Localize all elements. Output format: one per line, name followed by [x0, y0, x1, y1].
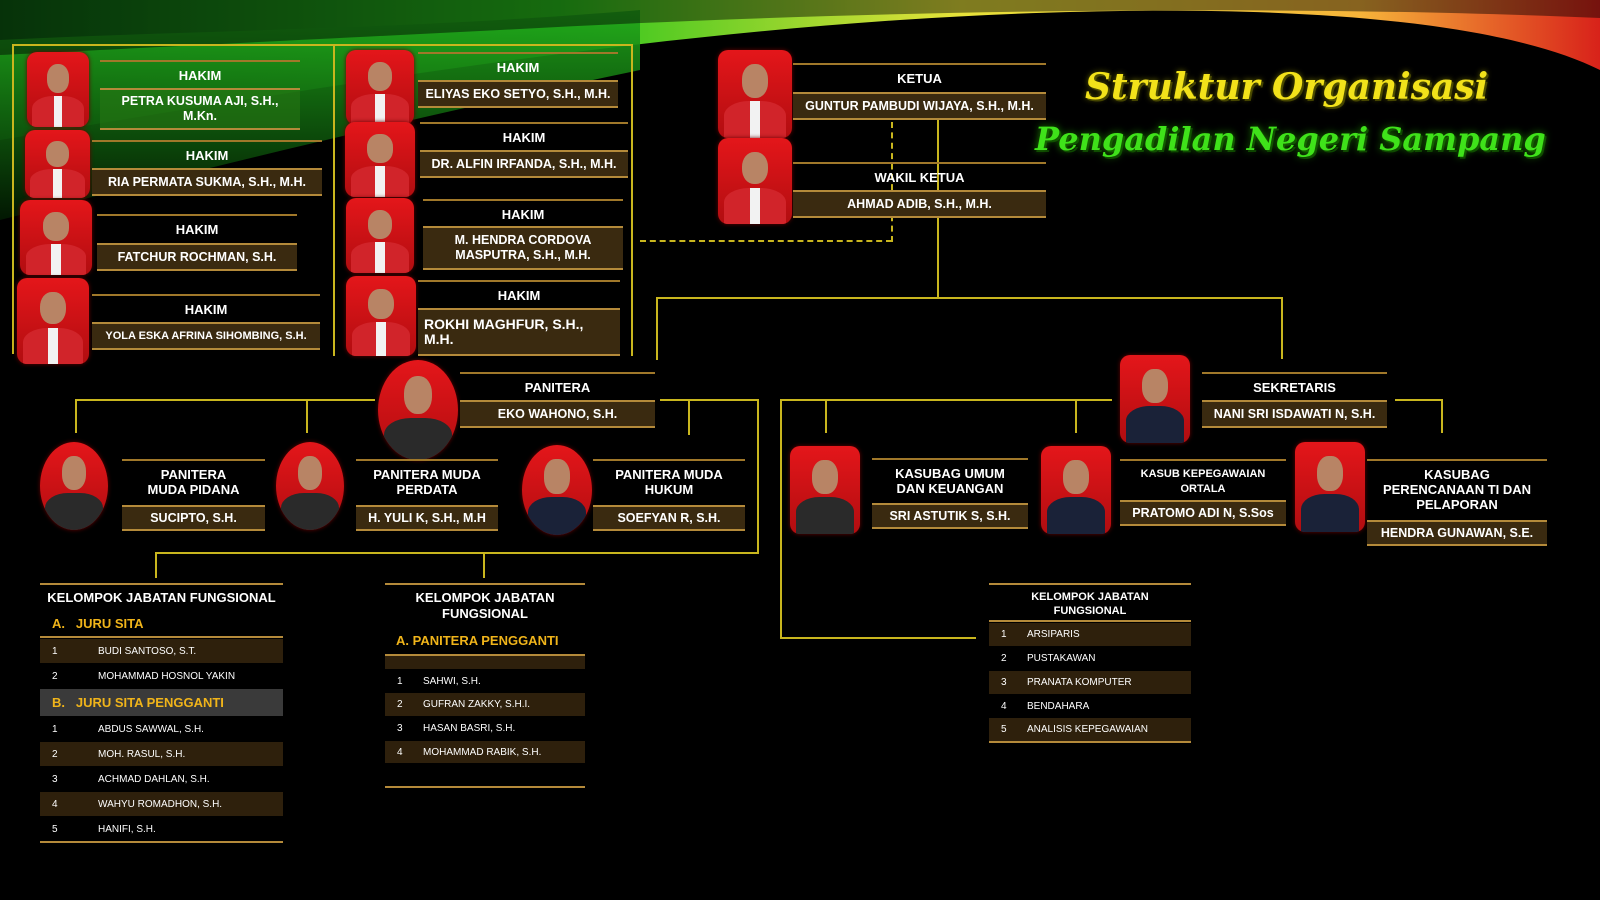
hakim-1-photo — [27, 52, 89, 127]
hakim-8-name: ROKHI MAGHFUR, S.H., M.H. — [418, 308, 620, 356]
hakim-5-title: HAKIM — [418, 52, 618, 75]
panitera-muda-hukum-photo — [522, 445, 592, 535]
panitera-photo — [378, 360, 458, 460]
hakim-6-title: HAKIM — [420, 122, 628, 145]
sekretaris-title: SEKRETARIS — [1202, 372, 1387, 395]
panitera-muda-perdata-name: H. YULI K, S.H., M.H — [356, 505, 498, 531]
ketua-photo — [718, 50, 792, 138]
kasubag-umum-name: SRI ASTUTIK S, S.H. — [872, 503, 1028, 529]
kasub-kepegawaian-name: PRATOMO ADI N, S.Sos — [1120, 500, 1286, 526]
hakim-6-name: DR. ALFIN IRFANDA, S.H., M.H. — [420, 150, 628, 178]
hakim-7-title: HAKIM — [423, 199, 623, 222]
panitera-muda-perdata-photo — [276, 442, 344, 530]
ketua-name: GUNTUR PAMBUDI WIJAYA, S.H., M.H. — [793, 92, 1046, 120]
hakim-4-photo — [17, 278, 89, 364]
section-a-label: A. JURU SITA — [52, 616, 144, 631]
section-a-label: A. PANITERA PENGGANTI — [396, 633, 559, 648]
hakim-3-name: FATCHUR ROCHMAN, S.H. — [97, 243, 297, 271]
sekretaris-name: NANI SRI ISDAWATI N, S.H. — [1202, 400, 1387, 428]
table-header: KELOMPOK JABATAN FUNGSIONAL — [1031, 591, 1149, 617]
sekretaris-photo — [1120, 355, 1190, 443]
hakim-1-name: PETRA KUSUMA AJI, S.H., M.Kn. — [100, 88, 300, 130]
ketua-title: KETUA — [793, 63, 1046, 86]
hakim-2-title: HAKIM — [92, 140, 322, 163]
kasubag-perencanaan-photo — [1295, 442, 1365, 532]
wakil-ketua-name: AHMAD ADIB, S.H., M.H. — [793, 190, 1046, 218]
hakim-5-name: ELIYAS EKO SETYO, S.H., M.H. — [418, 80, 618, 108]
hakim-8-title: HAKIM — [418, 280, 620, 303]
kasub-kepegawaian-photo — [1041, 446, 1111, 534]
panitera-muda-hukum-name: SOEFYAN R, S.H. — [593, 505, 745, 531]
panitera-name: EKO WAHONO, S.H. — [460, 400, 655, 428]
hakim-4-name: YOLA ESKA AFRINA SIHOMBING, S.H. — [92, 322, 320, 350]
table-header: KELOMPOK JABATAN FUNGSIONAL — [47, 590, 276, 605]
hakim-7-photo — [346, 198, 414, 273]
panitera-muda-perdata-title: PANITERA MUDA PERDATA — [356, 459, 498, 497]
wakil-ketua-title: WAKIL KETUA — [793, 162, 1046, 185]
hakim-7-name: M. HENDRA CORDOVA MASPUTRA, S.H., M.H. — [423, 226, 623, 270]
hakim-4-title: HAKIM — [92, 294, 320, 317]
hakim-2-photo — [25, 130, 90, 198]
hakim-3-title: HAKIM — [97, 214, 297, 237]
panitera-muda-hukum-title: PANITERA MUDA HUKUM — [593, 459, 745, 497]
kasubag-perencanaan-name: HENDRA GUNAWAN, S.E. — [1367, 520, 1547, 546]
kasubag-umum-title: KASUBAG UMUM DAN KEUANGAN — [872, 458, 1028, 496]
hakim-5-photo — [346, 50, 414, 125]
section-b-label: B. JURU SITA PENGGANTI — [52, 695, 224, 710]
panitera-title: PANITERA — [460, 372, 655, 395]
panitera-muda-pidana-photo — [40, 442, 108, 530]
panitera-muda-pidana-name: SUCIPTO, S.H. — [122, 505, 265, 531]
panitera-muda-pidana-title: PANITERA MUDA PIDANA — [122, 459, 265, 497]
kasub-kepegawaian-title: KASUB KEPEGAWAIAN ORTALA — [1120, 459, 1286, 497]
hakim-2-name: RIA PERMATA SUKMA, S.H., M.H. — [92, 168, 322, 196]
kasubag-perencanaan-title: KASUBAG PERENCANAAN TI DAN PELAPORAN — [1367, 459, 1547, 512]
hakim-8-photo — [346, 276, 416, 356]
hakim-3-photo — [20, 200, 92, 275]
kasubag-umum-photo — [790, 446, 860, 534]
title-line-1: Struktur Organisasi — [1085, 66, 1489, 108]
table-header: KELOMPOK JABATAN FUNGSIONAL — [415, 590, 555, 621]
title-line-2: Pengadilan Negeri Sampang — [1035, 120, 1546, 158]
wakil-ketua-photo — [718, 138, 792, 224]
hakim-6-photo — [345, 122, 415, 197]
hakim-1-title: HAKIM — [100, 60, 300, 83]
